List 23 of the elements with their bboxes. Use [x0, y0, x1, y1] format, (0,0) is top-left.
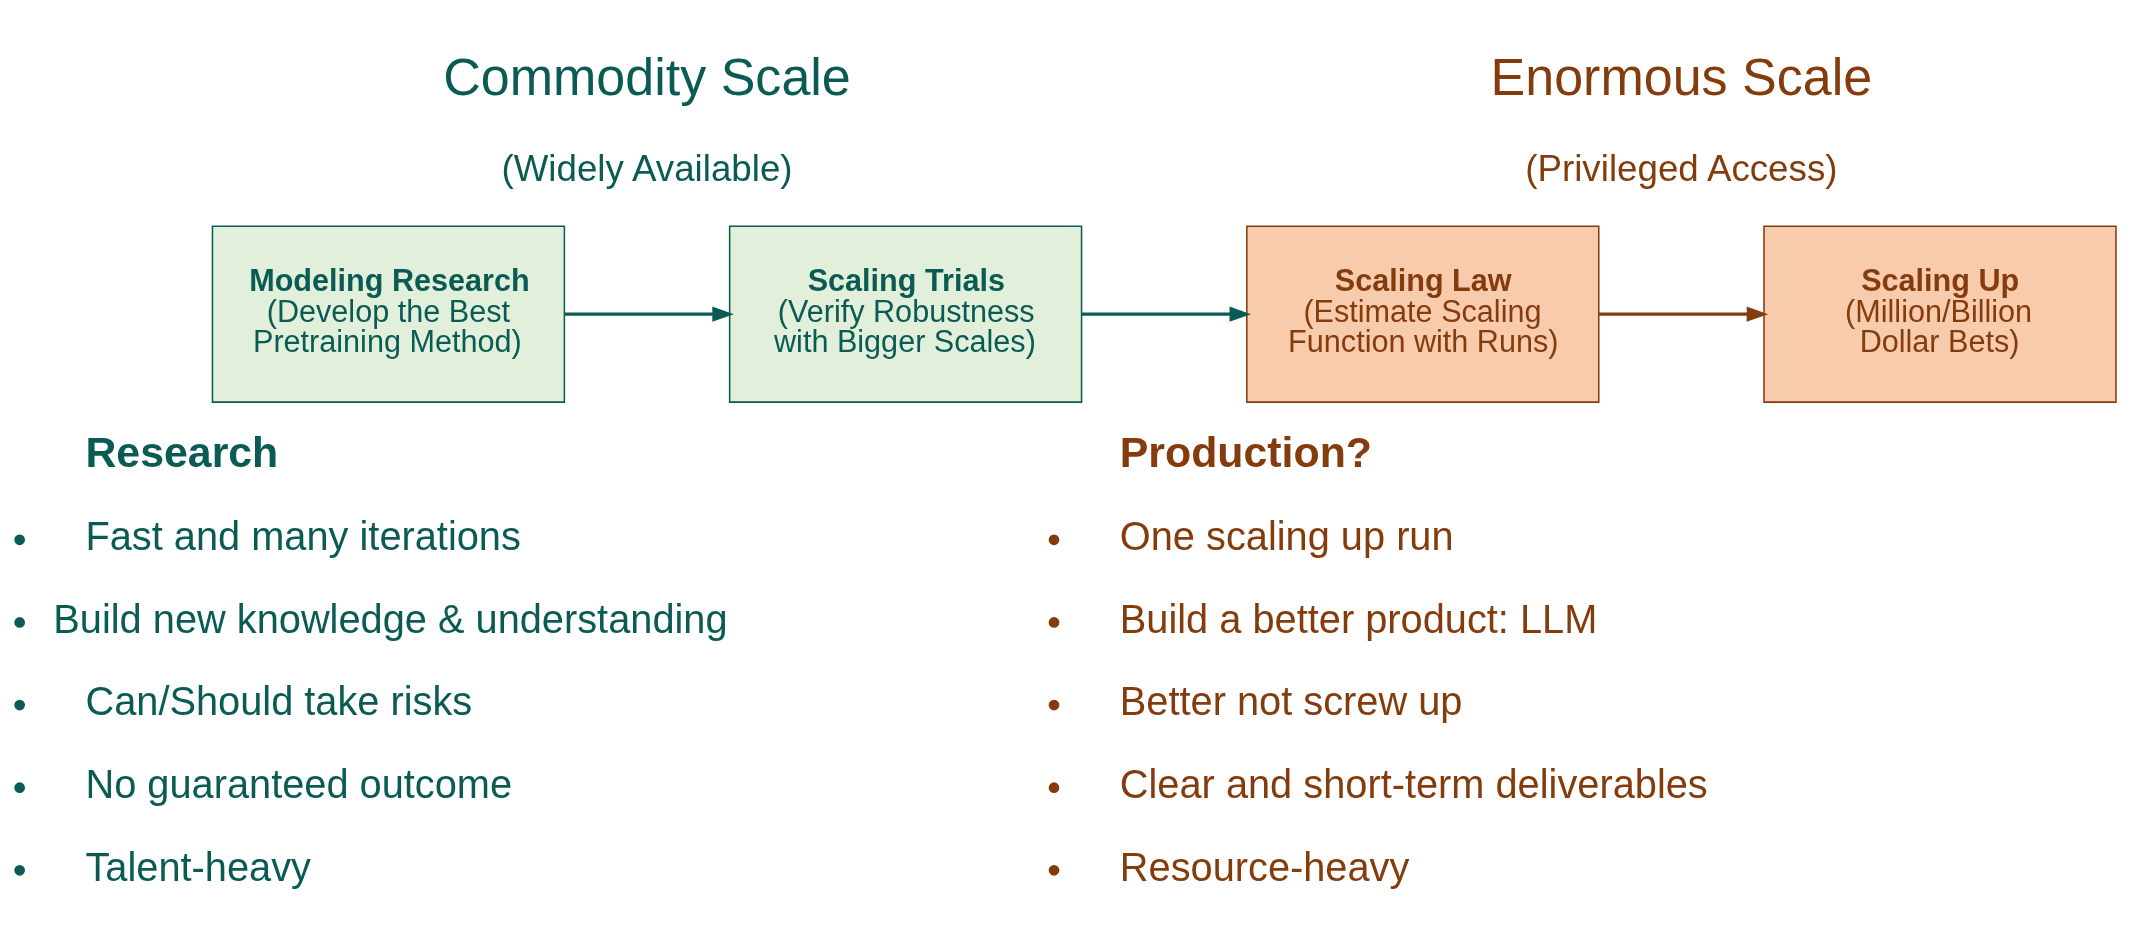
label: Better not screw up [1119, 679, 1463, 724]
label: One scaling up run [1119, 514, 1454, 559]
label: Fast and many iterations [85, 514, 521, 559]
label: (Widely Available) [501, 147, 793, 189]
label: Resource-heavy [1119, 844, 1410, 889]
label: No guaranteed outcome [85, 762, 513, 807]
label: Commodity Scale [443, 47, 851, 106]
label: Build new knowledge & understanding [53, 596, 728, 641]
node-box: Scaling Up (Million/Billion Dollar Bets) [1763, 225, 2117, 403]
label: Production? [1119, 427, 1373, 476]
label: Talent-heavy [85, 844, 311, 889]
arrow [1599, 306, 1769, 322]
label: Can/Should take risks [85, 679, 473, 724]
label: Enormous Scale [1490, 47, 1873, 106]
arrow [1081, 306, 1251, 322]
node-box: Modeling Research (Develop the Best Pretraining Method) [211, 225, 566, 403]
node-box: Scaling Trials (Verify Robustness with Bigger Scales) [728, 225, 1083, 403]
node-box: Scaling Law (Estimate Scaling Function with Runs) [1246, 225, 1600, 403]
label: Clear and short-term deliverables [1119, 762, 1708, 807]
label: Build a better product: LLM [1119, 596, 1598, 641]
label: Research [85, 427, 279, 476]
arrow [564, 306, 734, 322]
label: (Privileged Access) [1525, 147, 1838, 189]
